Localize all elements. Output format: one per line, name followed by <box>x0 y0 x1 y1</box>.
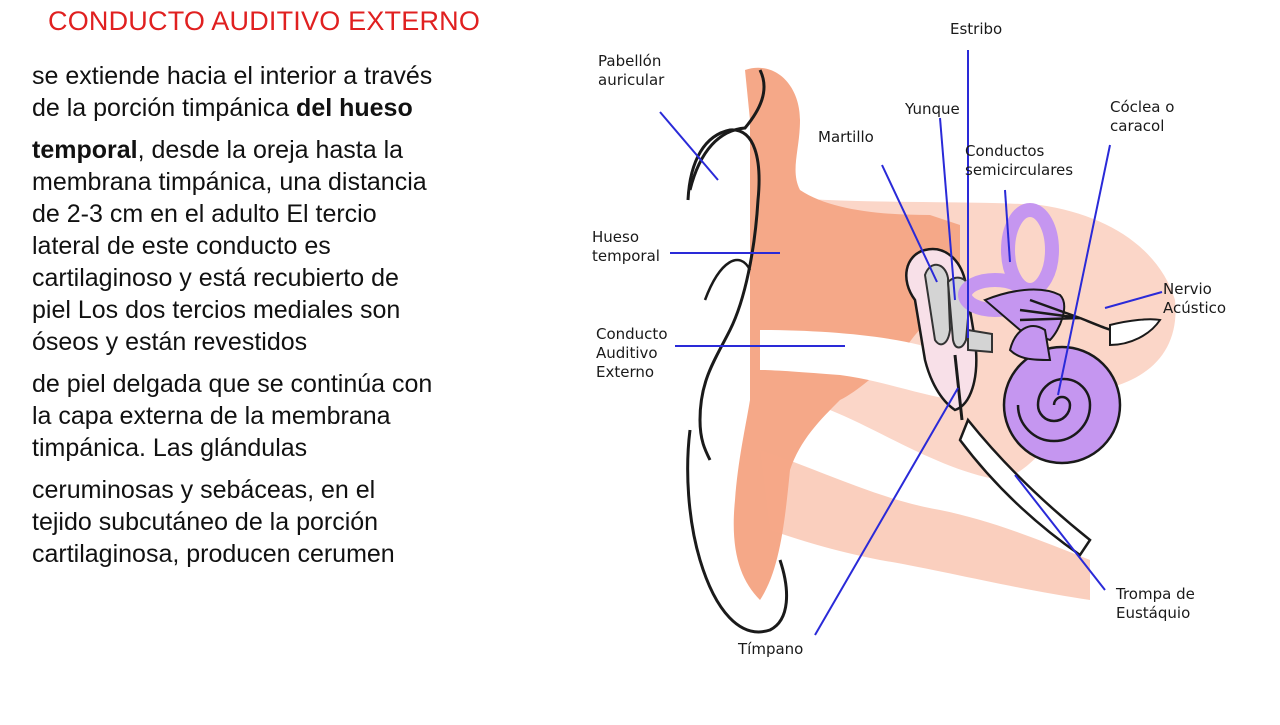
inner-fold-outline <box>703 258 752 301</box>
label-martillo: Martillo <box>818 128 874 146</box>
label-line: Externo <box>596 363 655 381</box>
text-run: de la porción timpánica <box>32 94 297 122</box>
paragraph-2: temporal, desde la oreja hasta la membra… <box>32 134 552 358</box>
label-line: Eustáquio <box>1116 604 1191 622</box>
label-nervio-acustico: Nervio Acústico <box>1163 280 1226 318</box>
inner-ear <box>958 203 1122 465</box>
text-line: cartilaginosa, producen cerumen <box>32 540 395 568</box>
label-line: auricular <box>598 71 665 89</box>
pointer-nervio <box>1104 291 1163 309</box>
text-line: tejido subcutáneo de la porción <box>32 508 379 536</box>
malleus-ossicle <box>923 263 952 346</box>
text-run: , desde la oreja hasta la <box>137 136 404 164</box>
pointer-trompa <box>1014 474 1106 591</box>
acoustic-nerve <box>1019 298 1151 336</box>
label-coclea: Cóclea o caracol <box>1110 98 1174 136</box>
text-line: membrana timpánica, una distancia <box>32 168 427 196</box>
label-line: temporal <box>592 247 660 265</box>
label-pabellon: Pabellón auricular <box>598 52 664 90</box>
pointer-timpano <box>814 387 959 636</box>
label-line: Cóclea o <box>1110 98 1175 116</box>
label-line: caracol <box>1110 117 1165 135</box>
text-line: se extiende hacia el interior a través <box>32 62 433 90</box>
label-conductos-semicirculares: Conductos semicirculares <box>965 142 1073 180</box>
label-yunque: Yunque <box>905 100 960 118</box>
body-text: se extiende hacia el interior a través d… <box>32 60 552 580</box>
pointer-semicirculares <box>1004 189 1011 263</box>
cochlea-base <box>1008 325 1052 362</box>
paragraph-4: ceruminosas y sebáceas, en el tejido sub… <box>32 474 552 570</box>
text-line: de 2-3 cm en el adulto El tercio <box>32 200 377 228</box>
pointer-martillo <box>881 164 938 283</box>
text-line: piel Los dos tercios mediales son <box>32 296 401 324</box>
label-line: semicirculares <box>965 161 1074 179</box>
label-line: Nervio <box>1163 280 1212 298</box>
label-timpano: Tímpano <box>738 640 804 658</box>
text-line: timpánica. Las glándulas <box>32 434 308 462</box>
text-line: temporal, desde la oreja hasta la <box>32 134 552 166</box>
label-hueso-temporal: Hueso temporal <box>592 228 660 266</box>
label-line: Pabellón <box>598 52 662 70</box>
text-line: de piel delgada que se continúa con <box>32 370 433 398</box>
label-line: Conducto <box>596 325 668 343</box>
tympanic-membrane <box>953 354 964 421</box>
text-line: la capa externa de la membrana <box>32 402 391 430</box>
ear-anatomy-diagram: Pabellón auricular Hueso temporal Conduc… <box>560 0 1280 720</box>
pointer-coclea <box>1057 144 1111 396</box>
pointer-yunque <box>939 117 956 301</box>
label-conducto-auditivo: Conducto Auditivo Externo <box>596 325 668 382</box>
text-line: lateral de este conducto es <box>32 232 331 260</box>
label-line: Acústico <box>1163 299 1227 317</box>
label-line: Conductos <box>965 142 1045 160</box>
label-trompa-eustaquio: Trompa de Eustáquio <box>1116 585 1195 623</box>
lower-skin <box>760 450 1090 600</box>
label-estribo: Estribo <box>950 20 1003 38</box>
text-line: óseos y están revestidos <box>32 328 308 356</box>
cochlea <box>1002 345 1122 465</box>
slide-title: CONDUCTO AUDITIVO EXTERNO <box>48 6 481 36</box>
paragraph-3: de piel delgada que se continúa con la c… <box>32 368 552 464</box>
bold-run: temporal <box>32 136 138 164</box>
label-line: Trompa de <box>1116 585 1195 603</box>
label-pointers <box>659 50 1163 636</box>
bold-run: del hueso <box>296 94 413 122</box>
ear-illustration <box>659 50 1176 636</box>
paragraph-1: se extiende hacia el interior a través d… <box>32 60 552 124</box>
text-line: cartilaginoso y está recubierto de <box>32 264 399 292</box>
ear-canal <box>760 330 955 400</box>
stapes-ossicle <box>967 328 993 354</box>
label-line: Auditivo <box>596 344 658 362</box>
pointer-pabellon <box>659 111 719 181</box>
cochlea-spiral <box>1016 377 1092 443</box>
vestibule <box>983 288 1066 342</box>
label-line: Hueso <box>592 228 640 246</box>
text-line: de la porción timpánica del hueso <box>32 92 552 124</box>
pinna-outline <box>686 128 761 461</box>
lobe-outline <box>686 429 789 634</box>
text-line: ceruminosas y sebáceas, en el <box>32 476 376 504</box>
nerve-sheath <box>1109 318 1162 347</box>
